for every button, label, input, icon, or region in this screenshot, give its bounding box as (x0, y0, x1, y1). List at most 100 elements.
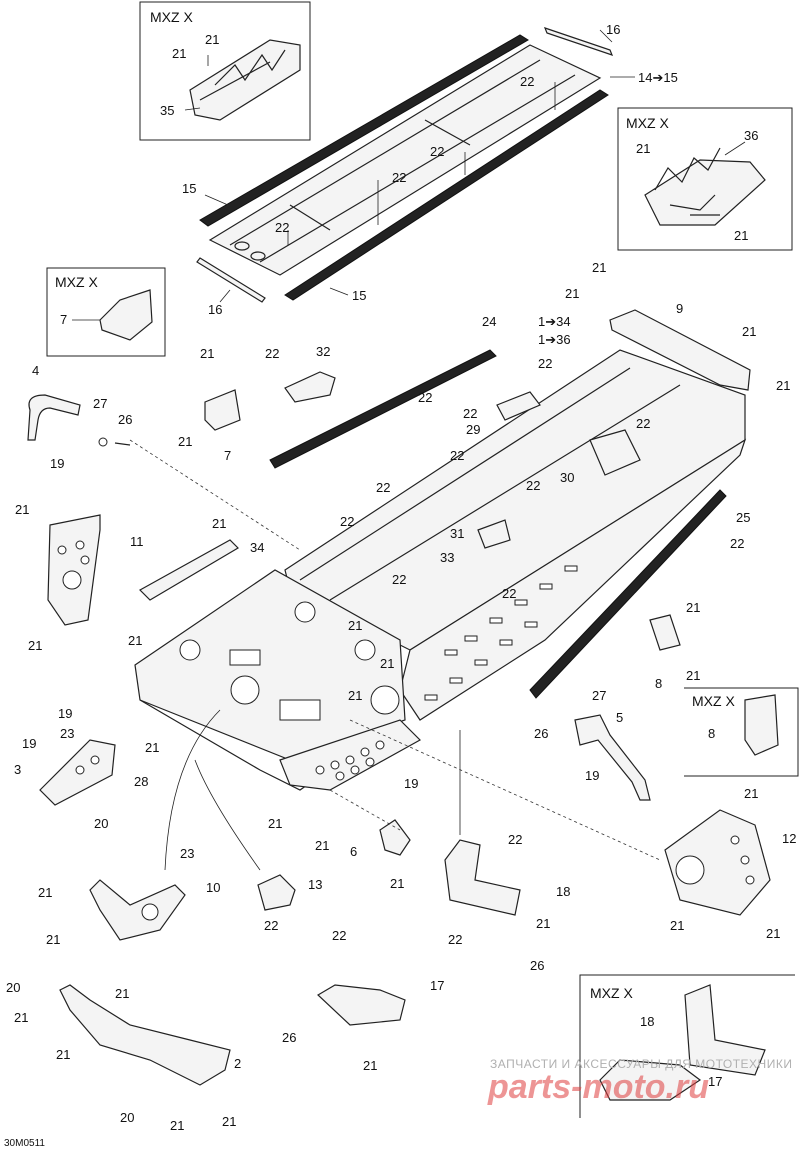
bracket-36 (644, 141, 766, 226)
label-26: 26 (530, 958, 544, 973)
inset-bottom-right-title: MXZ X (590, 985, 633, 1001)
label-26: 26 (282, 1030, 296, 1045)
label-6: 6 (350, 844, 357, 859)
label-22: 22 (538, 356, 552, 371)
label-22: 22 (520, 74, 534, 89)
label-22: 22 (448, 932, 462, 947)
label-21: 21 (380, 656, 394, 671)
bracket-34 (139, 539, 239, 601)
label-22: 22 (730, 536, 744, 551)
label-35: 35 (160, 103, 174, 118)
label-21: 21 (390, 876, 404, 891)
label-12: 12 (782, 831, 796, 846)
label-24: 24 (482, 314, 496, 329)
label-22: 22 (430, 144, 444, 159)
label-21: 21 (56, 1047, 70, 1062)
label-21: 21 (686, 600, 700, 615)
label-7: 7 (224, 448, 231, 463)
label-21: 21 (315, 838, 329, 853)
label-22: 22 (418, 390, 432, 405)
label-8: 8 (708, 726, 715, 741)
inset-right-mid-frame (684, 687, 799, 777)
label-26: 26 (118, 412, 132, 427)
label-21: 21 (363, 1058, 377, 1073)
plate-12 (664, 809, 771, 916)
label-21: 21 (178, 434, 192, 449)
label-25: 25 (736, 510, 750, 525)
label-20: 20 (94, 816, 108, 831)
strip-16-bottom (196, 257, 266, 303)
label-16: 16 (208, 302, 222, 317)
label-21: 21 (744, 786, 758, 801)
label-3: 3 (14, 762, 21, 777)
bracket-8-inset (744, 694, 779, 756)
label-20: 20 (6, 980, 20, 995)
label-1-36: 1➔36 (538, 332, 571, 347)
label-19: 19 (58, 706, 72, 721)
bracket-17 (317, 984, 406, 1026)
strip-16-top (543, 27, 614, 56)
label-33: 33 (440, 550, 454, 565)
label-27: 27 (93, 396, 107, 411)
running-board-top (196, 27, 635, 303)
bracket-29 (496, 391, 541, 421)
label-22: 22 (340, 514, 354, 529)
label-21: 21 (636, 141, 650, 156)
rail-24 (269, 349, 497, 469)
label-21: 21 (46, 932, 60, 947)
support-4 (27, 394, 81, 441)
label-22: 22 (526, 478, 540, 493)
label-22: 22 (502, 586, 516, 601)
label-18: 18 (640, 1014, 654, 1029)
bracket-8 (649, 614, 681, 651)
label-21: 21 (776, 378, 790, 393)
label-21: 21 (170, 1118, 184, 1133)
inset-top-left-title: MXZ X (150, 9, 193, 25)
label-22: 22 (332, 928, 346, 943)
label-21: 21 (28, 638, 42, 653)
label-21: 21 (115, 986, 129, 1001)
label-21: 21 (205, 32, 219, 47)
label-21: 21 (172, 46, 186, 61)
label-22: 22 (264, 918, 278, 933)
label-21: 21 (348, 618, 362, 633)
label-21: 21 (15, 502, 29, 517)
label-22: 22 (392, 572, 406, 587)
label-22: 22 (450, 448, 464, 463)
label-20: 20 (120, 1110, 134, 1125)
label-36: 36 (744, 128, 758, 143)
label-15: 15 (182, 181, 196, 196)
label-21: 21 (212, 516, 226, 531)
rail-15-lower (284, 89, 609, 301)
bracket-7 (204, 389, 241, 431)
label-21: 21 (536, 916, 550, 931)
label-2: 2 (234, 1056, 241, 1071)
label-26: 26 (534, 726, 548, 741)
label-22: 22 (463, 406, 477, 421)
label-17: 17 (430, 978, 444, 993)
label-21: 21 (145, 740, 159, 755)
label-27: 27 (592, 688, 606, 703)
inset-bottom-right-frame (579, 974, 795, 1118)
label-21: 21 (38, 885, 52, 900)
label-1-34: 1➔34 (538, 314, 571, 329)
label-21: 21 (734, 228, 748, 243)
inset-left-small-frame (46, 267, 166, 357)
bracket-30 (589, 429, 641, 476)
inset-right-mid-title: MXZ X (692, 693, 735, 709)
drawing-code: 30M0511 (4, 1138, 45, 1149)
label-23: 23 (180, 846, 194, 861)
label-19: 19 (50, 456, 64, 471)
label-9: 9 (676, 301, 683, 316)
label-22: 22 (392, 170, 406, 185)
label-21: 21 (222, 1114, 236, 1129)
label-22: 22 (265, 346, 279, 361)
inset-top-left-frame (139, 1, 311, 141)
side-slots (424, 565, 578, 701)
bracket-7-inset (72, 289, 153, 341)
bracket-18 (444, 839, 521, 916)
label-31: 31 (450, 526, 464, 541)
label-18: 18 (556, 884, 570, 899)
inset-top-right-frame (617, 107, 793, 251)
